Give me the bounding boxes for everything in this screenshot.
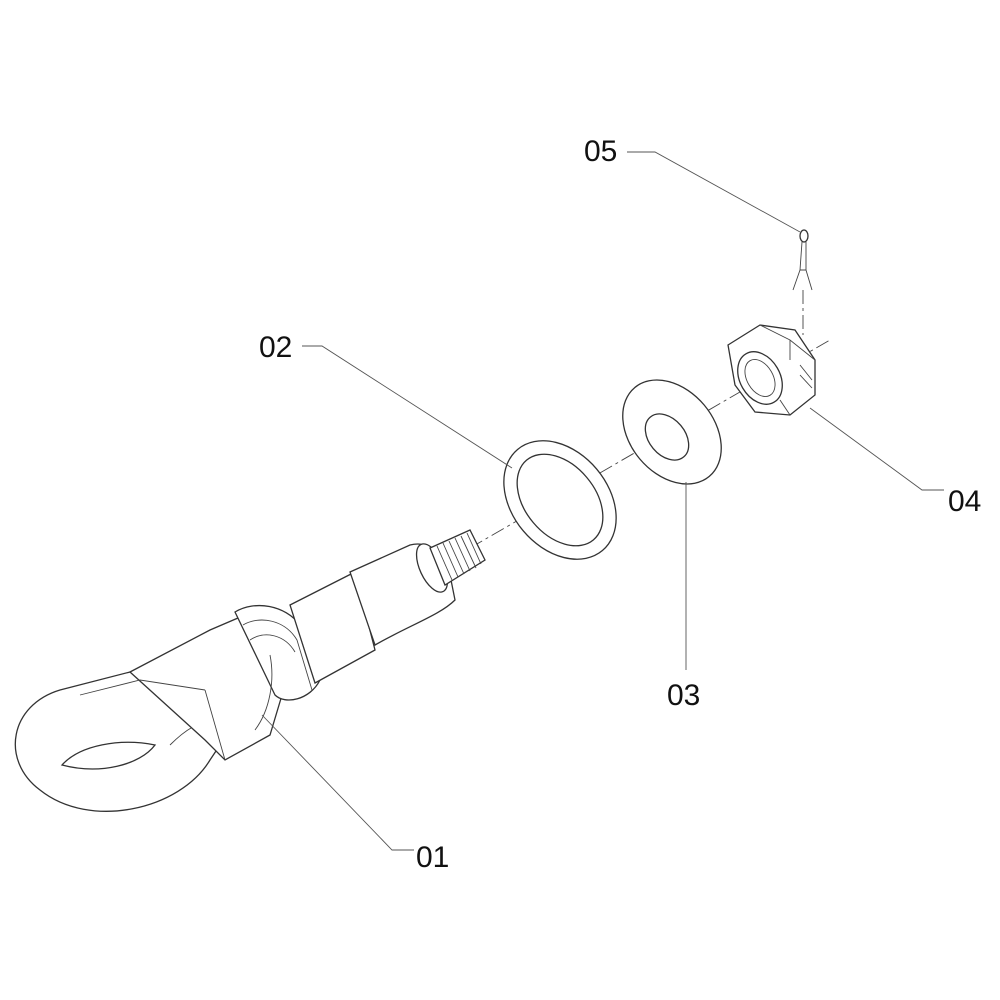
- leader-02: [302, 345, 513, 469]
- part-02-washer: [503, 440, 617, 560]
- leader-01: [261, 714, 414, 851]
- part-05-cotter-pin: [792, 229, 813, 291]
- callout-02: 02: [259, 331, 293, 364]
- callout-01: 01: [416, 841, 450, 874]
- part-03-washer: [622, 379, 722, 485]
- part-04-castle-nut: [727, 324, 816, 416]
- callout-03: 03: [667, 679, 701, 712]
- leader-05: [627, 151, 801, 233]
- callout-05: 05: [584, 135, 618, 168]
- callout-04: 04: [948, 485, 982, 518]
- leader-04: [809, 407, 944, 491]
- part-01-eye-bolt: [14, 529, 486, 812]
